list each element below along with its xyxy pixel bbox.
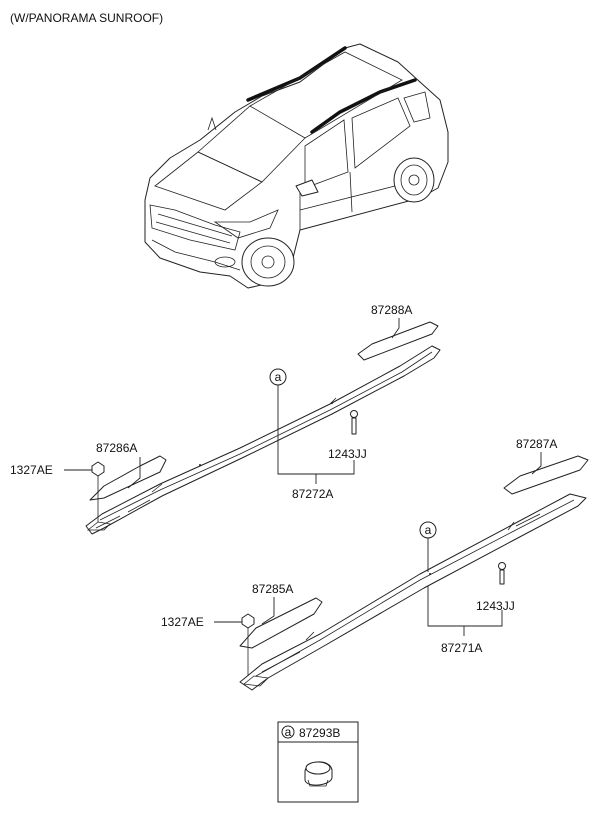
leader-87286A xyxy=(127,457,141,489)
label-87293B: 87293B xyxy=(299,726,340,740)
legend-a-symbol: a xyxy=(285,725,292,739)
label-87288A: 87288A xyxy=(371,303,412,317)
roof-rail-upper xyxy=(85,345,441,535)
roof-rail-lower xyxy=(239,493,587,691)
cap-87293B-icon xyxy=(304,761,333,787)
nut-1327AE-lower xyxy=(241,613,255,676)
rear-cover-87287A xyxy=(503,455,589,495)
label-1327AE-lower: 1327AE xyxy=(161,615,204,629)
leader-87288A xyxy=(391,318,400,339)
label-87285A: 87285A xyxy=(252,582,293,596)
leader-87271A xyxy=(427,586,503,627)
callout-a-lower-label: a xyxy=(425,523,432,537)
nut-1327AE-upper xyxy=(91,461,105,522)
callout-a-upper: a xyxy=(269,368,287,386)
label-1327AE-upper: 1327AE xyxy=(10,463,53,477)
front-cover-87286A xyxy=(89,455,167,501)
label-87286A: 87286A xyxy=(96,441,137,455)
callout-a-lower: a xyxy=(419,521,437,539)
label-1243JJ-lower: 1243JJ xyxy=(476,599,515,613)
screw-1243JJ-lower xyxy=(498,562,506,585)
legend-box-87293B: a 87293B xyxy=(277,721,359,803)
rear-cover-87288A xyxy=(357,321,439,361)
screw-1243JJ-upper xyxy=(350,410,358,435)
label-87272A: 87272A xyxy=(292,487,333,501)
label-87271A: 87271A xyxy=(441,641,482,655)
diagram-title: (W/PANORAMA SUNROOF) xyxy=(10,11,163,25)
label-1243JJ-upper: 1243JJ xyxy=(328,447,367,461)
label-87287A: 87287A xyxy=(516,437,557,451)
callout-a-upper-label: a xyxy=(275,370,282,384)
leader-87285A xyxy=(261,597,275,625)
vehicle-illustration xyxy=(144,43,449,289)
front-cover-87285A xyxy=(239,597,323,649)
leader-87287A xyxy=(531,452,542,475)
